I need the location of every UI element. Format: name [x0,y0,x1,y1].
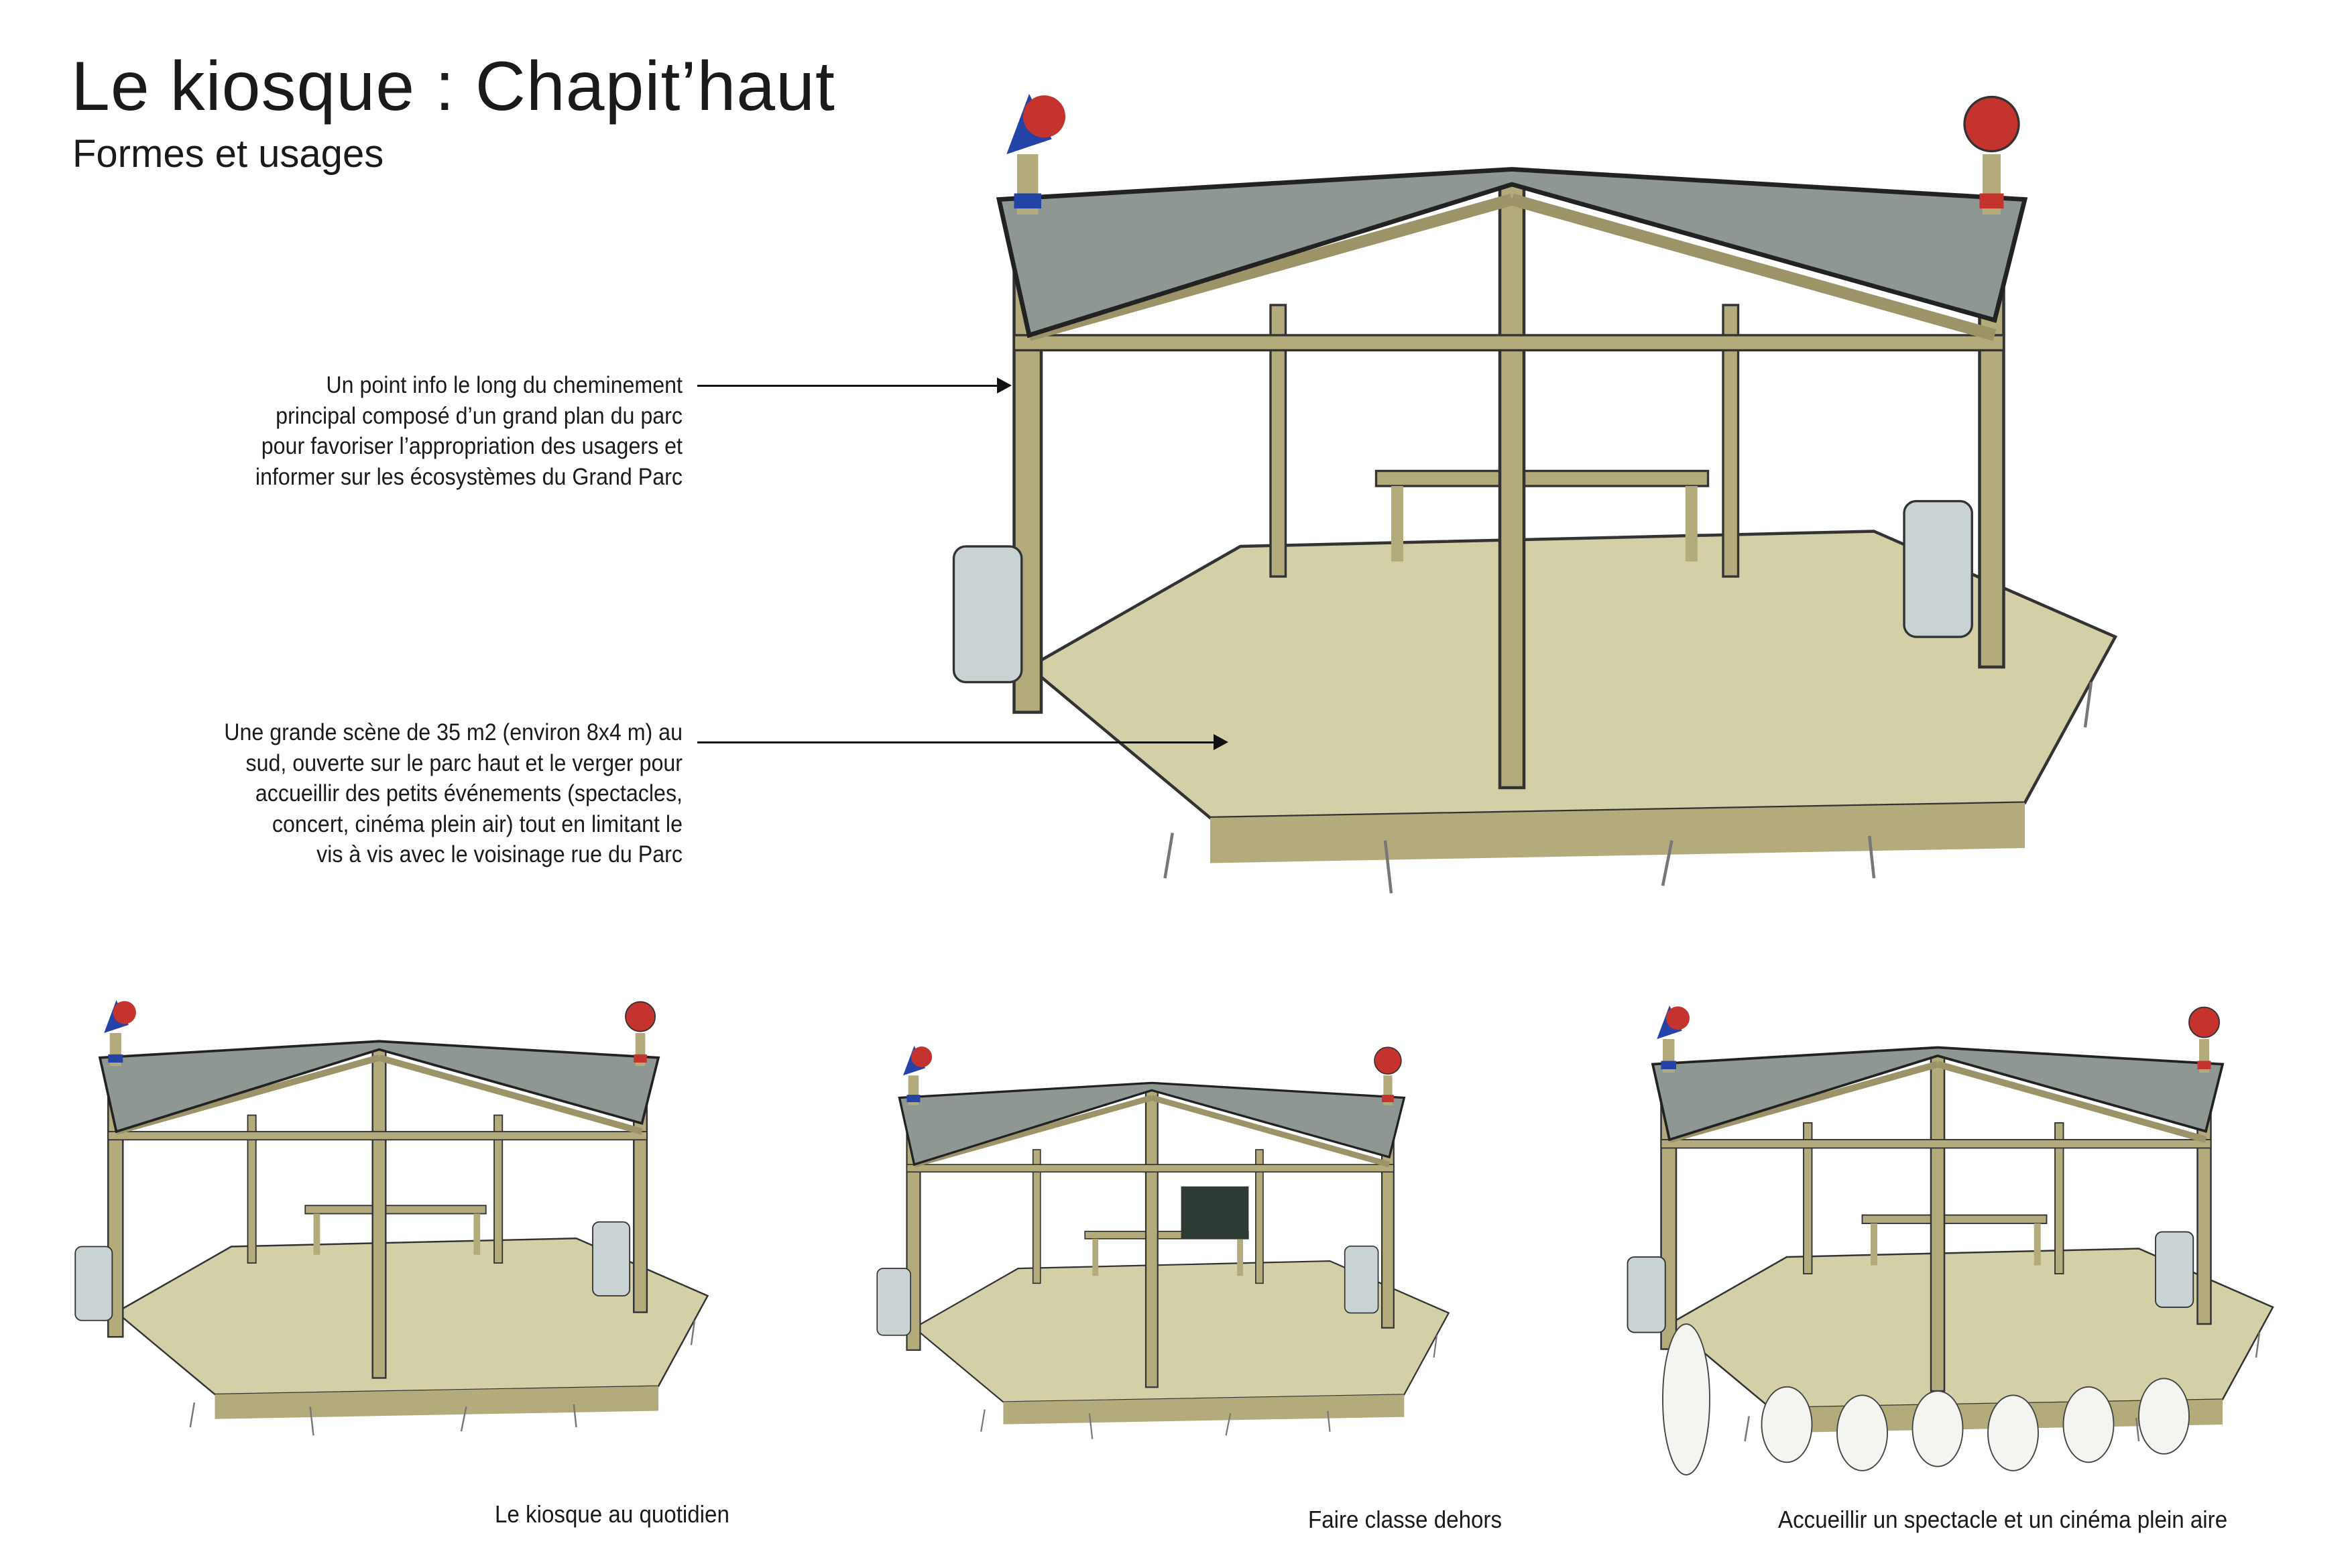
info-point-annotation: Un point info le long du cheminement pri… [115,370,683,492]
annotation-line: informer sur les écosystèmes du Grand Pa… [255,463,683,490]
scene-outdoor-class-illustration [818,1046,1515,1461]
main-kiosk-illustration [925,94,2159,939]
page-title: Le kiosque : Chapit’haut [71,48,835,125]
blackboard [1181,1186,1249,1240]
page-subtitle: Formes et usages [72,132,384,176]
scene-caption: Le kiosque au quotidien [495,1500,729,1528]
scene-daily-illustration [67,999,724,1461]
annotation-line: vis à vis avec le voisinage rue du Parc [316,841,683,867]
stage-annotation: Une grande scène de 35 m2 (environ 8x4 m… [115,717,683,870]
annotation-line: accueillir des petits événements (specta… [255,780,683,806]
scene-caption: Faire classe dehors [1308,1506,1503,1533]
annotation-line: pour favoriser l’appropriation des usage… [261,433,683,459]
annotation-line: Une grande scène de 35 m2 (environ 8x4 m… [224,719,683,745]
scene-show-illustration [1609,1006,2300,1475]
annotation-arrow-icon [697,734,1228,750]
annotation-line: principal composé d’un grand plan du par… [276,402,683,429]
scene-caption: Accueillir un spectacle et un cinéma ple… [1778,1506,2228,1533]
audience-figures [1662,1323,2190,1475]
annotation-line: concert, cinéma plein air) tout en limit… [272,810,683,837]
annotation-line: Un point info le long du cheminement [326,372,683,398]
annotation-arrow-icon [697,377,1012,394]
annotation-line: sud, ouverte sur le parc haut et le verg… [245,749,683,776]
